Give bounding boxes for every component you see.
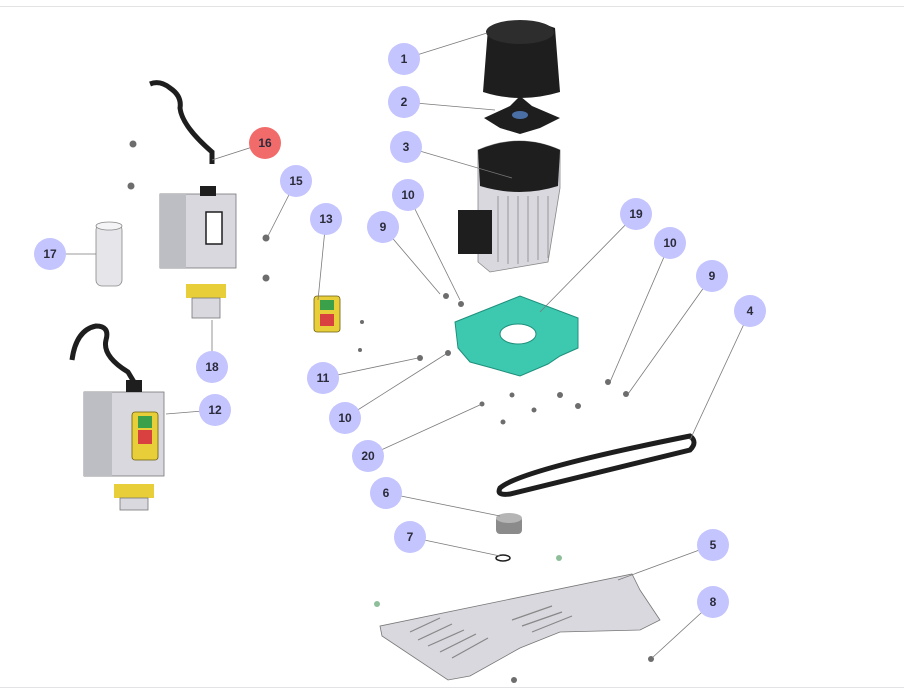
callout-badge[interactable]: [696, 260, 728, 292]
callout-15[interactable]: 15: [280, 165, 312, 197]
callout-badge[interactable]: [352, 440, 384, 472]
callout-20[interactable]: 20: [352, 440, 384, 472]
leader-line-4: [689, 310, 751, 441]
callout-badge[interactable]: [367, 211, 399, 243]
callout-badge[interactable]: [390, 131, 422, 163]
part-pulley: [496, 513, 522, 534]
callout-10[interactable]: 10: [654, 227, 686, 259]
leader-line-5: [617, 544, 714, 581]
callout-badge[interactable]: [734, 295, 766, 327]
callout-11[interactable]: 11: [307, 362, 339, 394]
callout-12[interactable]: 12: [199, 394, 231, 426]
callout-10[interactable]: 10: [329, 402, 361, 434]
callout-badge[interactable]: [329, 402, 361, 434]
part-switch-insert: [313, 295, 341, 333]
callout-badge[interactable]: [654, 227, 686, 259]
callout-badge[interactable]: [34, 238, 66, 270]
part-motor: [458, 140, 561, 273]
callout-badge[interactable]: [392, 179, 424, 211]
callout-badge[interactable]: [388, 86, 420, 118]
leader-line-3: [405, 146, 513, 179]
callout-badge[interactable]: [370, 477, 402, 509]
callout-17[interactable]: 17: [34, 238, 66, 270]
part-washer: [495, 554, 511, 562]
callout-badge[interactable]: [394, 521, 426, 553]
callout-19[interactable]: 19: [620, 198, 652, 230]
part-motor-bracket: [454, 295, 579, 377]
callout-5[interactable]: 5: [697, 529, 729, 561]
callout-10[interactable]: 10: [392, 179, 424, 211]
callout-badge[interactable]: [307, 362, 339, 394]
callout-badge[interactable]: [620, 198, 652, 230]
leader-lines: [50, 32, 751, 659]
leader-line-20: [367, 403, 483, 457]
leader-line-9: [627, 275, 713, 395]
callout-16[interactable]: 16: [249, 127, 281, 159]
callout-3[interactable]: 3: [390, 131, 422, 163]
leader-line-10: [344, 353, 447, 419]
leader-line-11: [322, 357, 419, 379]
callout-8[interactable]: 8: [697, 586, 729, 618]
part-switch-box-lower: [69, 323, 165, 511]
callout-4[interactable]: 4: [734, 295, 766, 327]
part-fan-cover: [483, 20, 560, 98]
leader-line-19: [539, 213, 637, 313]
callout-13[interactable]: 13: [310, 203, 342, 235]
part-belt: [496, 433, 697, 497]
callout-badge[interactable]: [280, 165, 312, 197]
callout-18[interactable]: 18: [196, 351, 228, 383]
callout-1[interactable]: 1: [388, 43, 420, 75]
part-capacitor: [95, 221, 123, 287]
part-fan: [484, 96, 560, 134]
leader-line-10: [407, 194, 461, 301]
callout-7[interactable]: 7: [394, 521, 426, 553]
part-switch-box-upper: [149, 80, 237, 319]
callout-badge[interactable]: [199, 394, 231, 426]
callout-2[interactable]: 2: [388, 86, 420, 118]
callout-badge[interactable]: [697, 529, 729, 561]
part-base-plate: [379, 573, 661, 681]
callout-9[interactable]: 9: [696, 260, 728, 292]
leader-line-10: [609, 242, 671, 383]
callout-badge[interactable]: [310, 203, 342, 235]
leader-line-6: [385, 492, 501, 517]
diagram-frame: [0, 6, 904, 688]
callout-6[interactable]: 6: [370, 477, 402, 509]
callout-badge[interactable]: [697, 586, 729, 618]
callout-9[interactable]: 9: [367, 211, 399, 243]
callout-badge-selected[interactable]: [249, 127, 281, 159]
callout-badge[interactable]: [388, 43, 420, 75]
callout-badge[interactable]: [196, 351, 228, 383]
